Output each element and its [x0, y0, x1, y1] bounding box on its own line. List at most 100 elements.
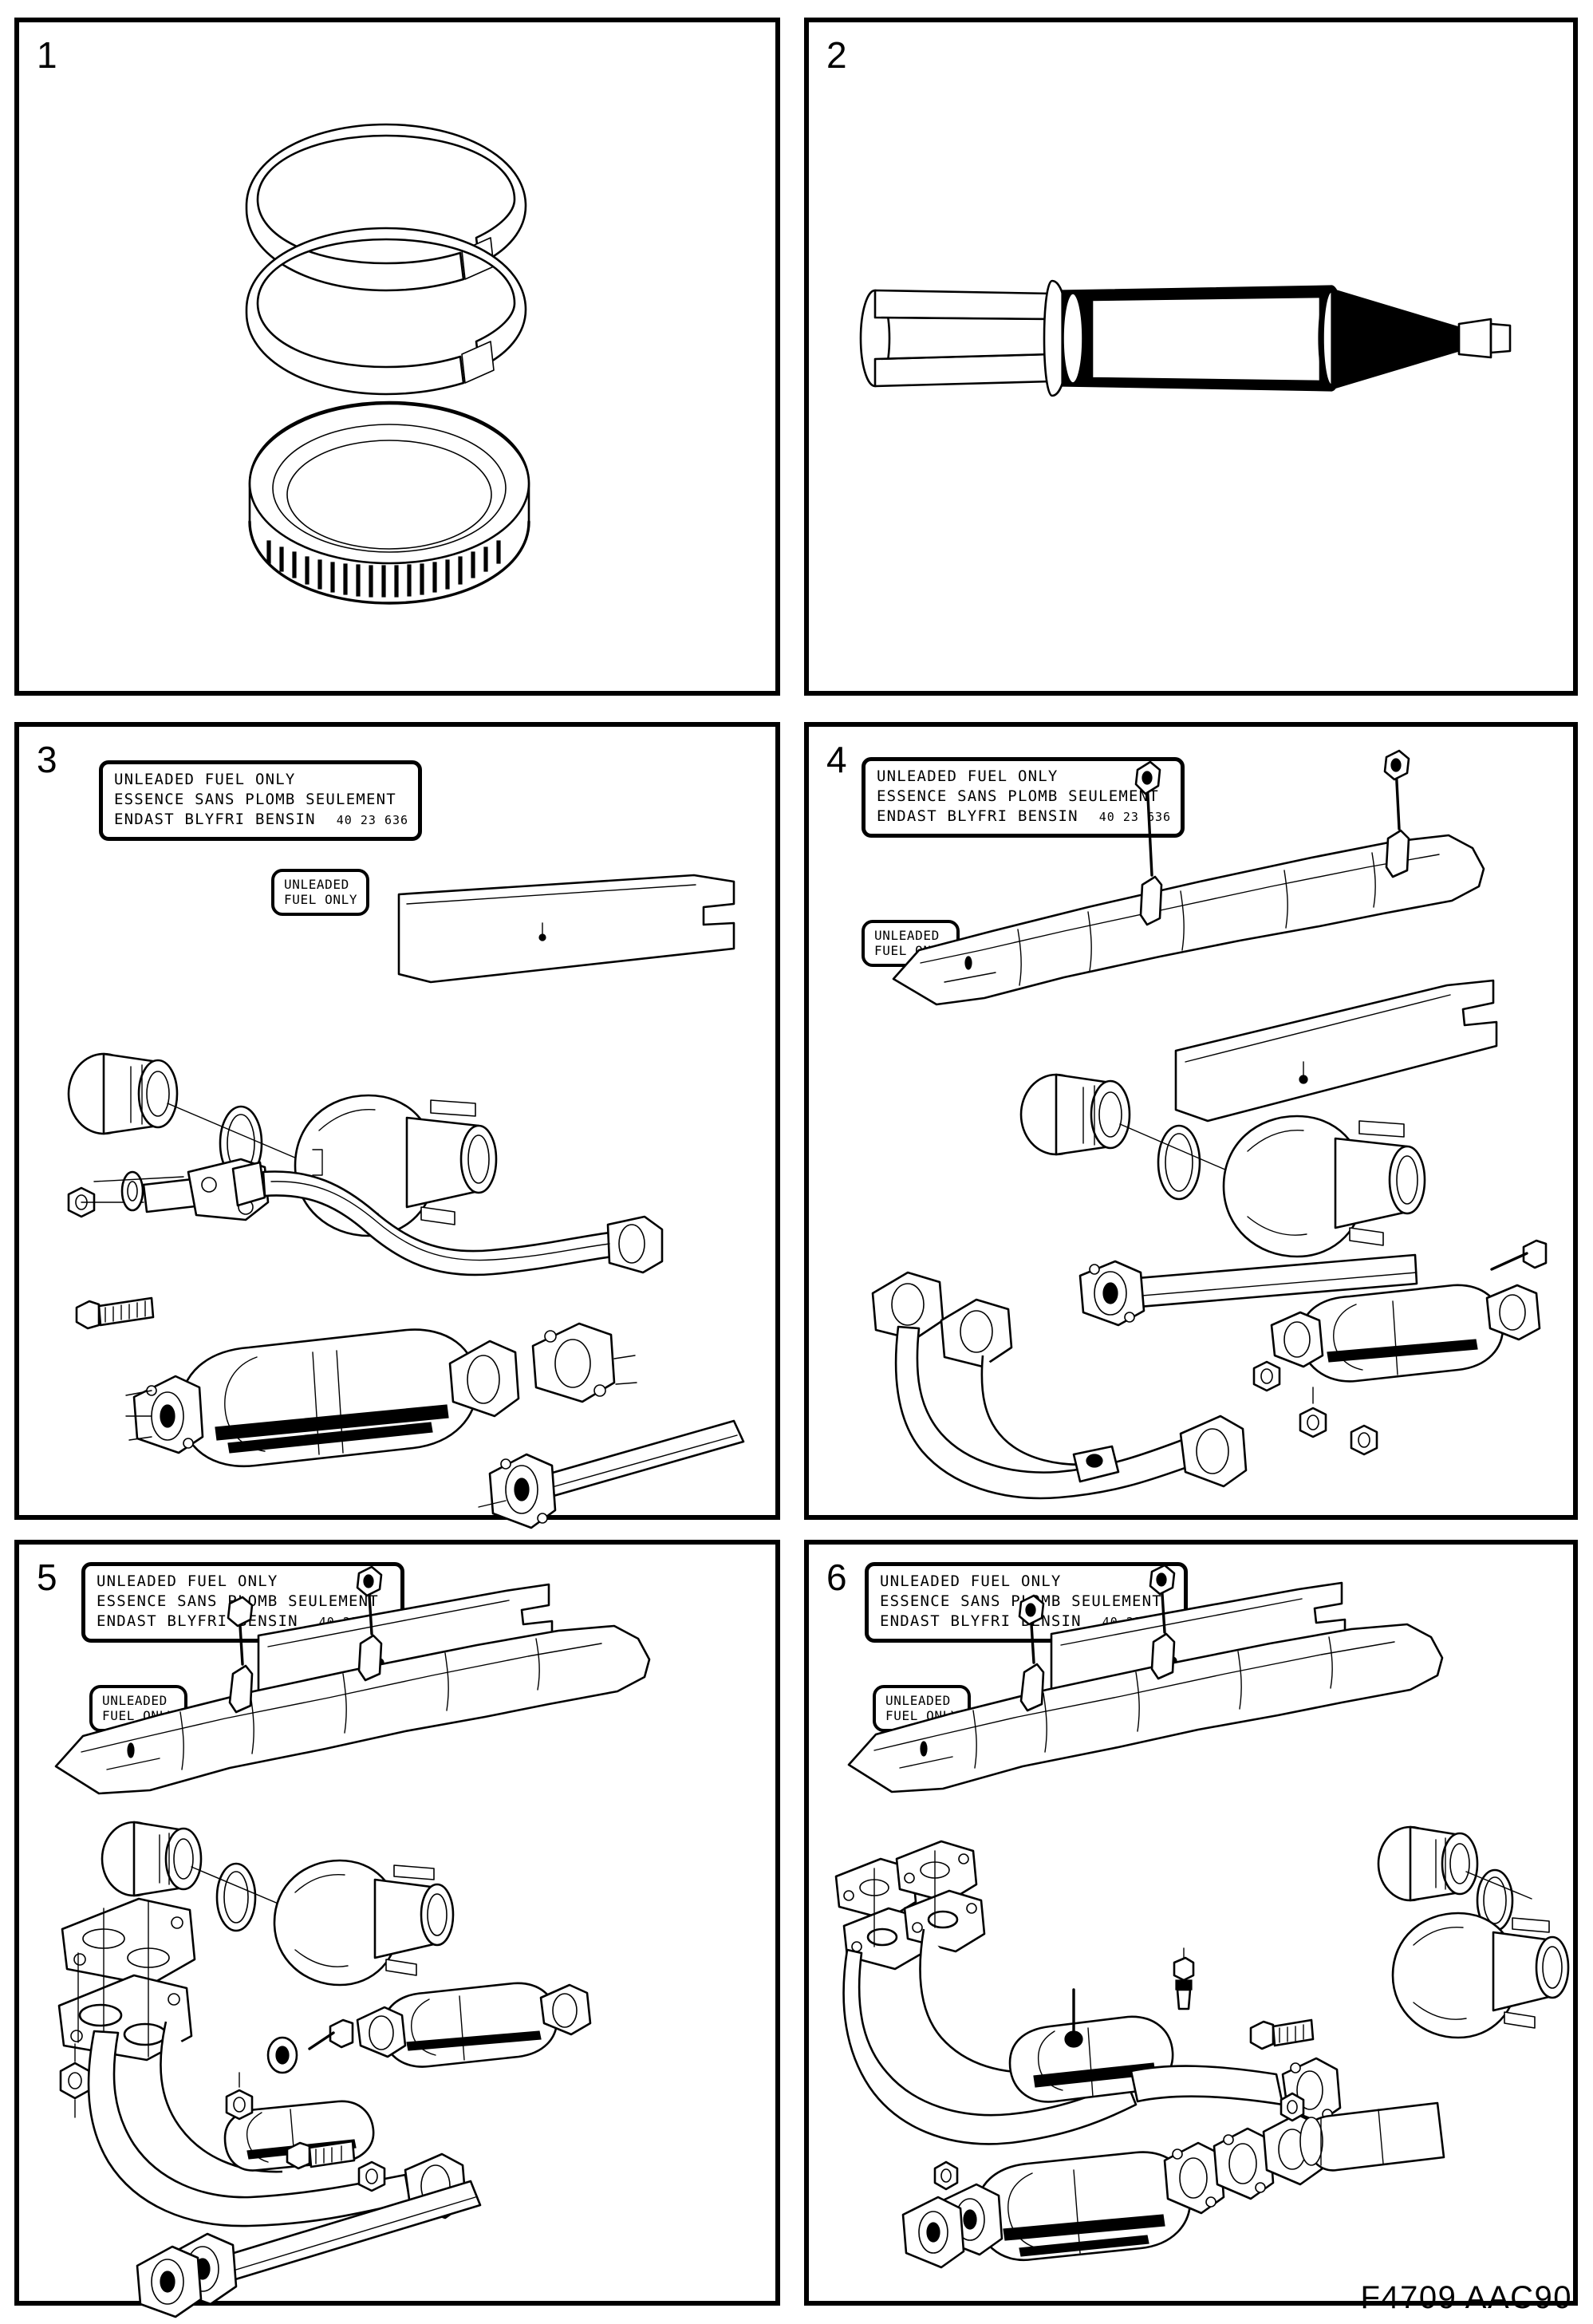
panel-6-parts-illustration — [820, 1554, 1570, 2280]
flange-bolt — [308, 2018, 354, 2050]
assembly-leader-line — [1119, 1123, 1287, 1197]
shield-clip — [1383, 749, 1410, 878]
flange-nut — [1350, 1424, 1378, 1456]
unleaded-fuel-decal-large: UNLEADED FUEL ONLY ESSENCE SANS PLOMB SE… — [99, 760, 423, 841]
assembly-leader-line — [1465, 1871, 1532, 1900]
flange-bolt — [75, 1296, 155, 1330]
unleaded-fuel-decal-large: UNLEADED FUEL ONLY ESSENCE SANS PLOMB SE… — [862, 757, 1185, 838]
knurl-teeth — [266, 540, 501, 598]
flange-bolt — [1490, 1239, 1548, 1271]
plunger-handle — [859, 289, 1054, 388]
unleaded-fuel-decal-large: UNLEADED FUEL ONLY ESSENCE SANS PLOMB SE… — [81, 1562, 405, 1643]
panel-5: 5 UNLEADED FUEL ONLY ESSENCE SANS PLOMB … — [14, 1540, 780, 2318]
panel-number: 3 — [37, 739, 57, 780]
decal-small-line-1: UNLEADED — [284, 877, 349, 892]
sealing-ring — [219, 1105, 263, 1182]
plunger-disc — [1043, 279, 1070, 397]
decal-line-3: ENDAST BLYFRI BENSIN — [97, 1612, 298, 1630]
flange-nut — [1252, 1360, 1281, 1392]
filler-neck-housing — [273, 1859, 455, 1987]
piston-rings-illustration — [223, 110, 558, 605]
panel-2: 2 — [804, 18, 1578, 696]
flange-nut — [1299, 1387, 1327, 1438]
catalytic-converter — [1270, 1284, 1541, 1383]
knurled-ring — [248, 400, 530, 605]
unleaded-fuel-decal-small: UNLEADED FUEL ONLY — [89, 1685, 188, 1732]
decal-line-3: ENDAST BLYFRI BENSIN — [114, 811, 316, 828]
decal-line-3: ENDAST BLYFRI BENSIN — [877, 807, 1078, 825]
panel-6: 6 UNLEADED FUEL ONLY ESSENCE SANS PLOMB … — [804, 1540, 1578, 2306]
decal-line-1: UNLEADED FUEL ONLY — [97, 1572, 278, 1590]
decal-part-number: 40 23 636 — [318, 1615, 392, 1629]
decal-line-1: UNLEADED FUEL ONLY — [877, 767, 1059, 785]
flange-nut — [357, 2160, 386, 2192]
manifold-gasket — [61, 1897, 196, 1987]
decal-part-number: 40 23 636 — [336, 813, 409, 827]
flange-nut — [59, 2043, 91, 2118]
filler-neck-housing — [1391, 1912, 1570, 2039]
decal-small-line-2: FUEL ONLY — [885, 1708, 960, 1723]
decal-part-number: 40 23 636 — [1102, 1615, 1175, 1629]
flange-bolt — [286, 2140, 356, 2170]
exhaust-front-pipe — [81, 1158, 664, 1276]
manifold-flange — [57, 1901, 193, 2062]
sealant-gun-illustration — [853, 262, 1571, 413]
flange-nut — [933, 2160, 959, 2191]
unleaded-fuel-decal-small: UNLEADED FUEL ONLY — [271, 869, 370, 916]
assembly-leader-line — [873, 1850, 936, 1947]
manifold-gasket — [903, 1889, 986, 1953]
manifold-gasket — [842, 1907, 927, 1971]
sealing-ring — [1157, 1124, 1201, 1201]
decal-line-2: ESSENCE SANS PLOMB SEULEMENT — [880, 1592, 1162, 1610]
assembly-leader-line — [191, 1866, 328, 1925]
decal-small-line-2: FUEL ONLY — [102, 1708, 176, 1723]
fuel-filler-cap — [1377, 1825, 1479, 1902]
filler-neck-housing — [294, 1094, 498, 1237]
fuel-filler-cap — [101, 1821, 203, 1897]
decal-small-line-1: UNLEADED — [885, 1693, 951, 1708]
y-pipe-preconverter — [842, 1928, 1342, 2145]
panel-4: 4 UNLEADED FUEL ONLY ESSENCE SANS PLOMB … — [804, 722, 1578, 1520]
decal-small-line-2: FUEL ONLY — [874, 943, 948, 958]
insulation-mat — [1174, 979, 1498, 1123]
decal-small-line-2: FUEL ONLY — [284, 892, 358, 907]
catalytic-converter — [901, 2113, 1324, 2269]
panel-3: 3 UNLEADED FUEL ONLY ESSENCE SANS PLOMB … — [14, 722, 780, 1529]
sealing-ring — [1476, 1868, 1514, 1932]
flange-bolt — [1249, 2018, 1315, 2050]
sealing-ring — [215, 1862, 257, 1932]
piston-ring-gap-upper — [461, 237, 495, 280]
intermediate-pipe — [1078, 1253, 1418, 1327]
intermediate-pipe — [1299, 2101, 1445, 2172]
filler-neck-housing — [1222, 1115, 1426, 1258]
unleaded-fuel-decal-small: UNLEADED FUEL ONLY — [873, 1685, 972, 1732]
decal-small-line-1: UNLEADED — [874, 928, 940, 943]
sealing-ring — [266, 2036, 298, 2074]
manifold-gasket — [895, 1840, 978, 1904]
panel-number: 1 — [37, 34, 57, 76]
decal-line-2: ESSENCE SANS PLOMB SEULEMENT — [97, 1592, 379, 1610]
decal-line-2: ESSENCE SANS PLOMB SEULEMENT — [877, 787, 1159, 805]
decal-part-number: 40 23 636 — [1098, 810, 1172, 824]
sealant-cartridge — [1061, 285, 1345, 392]
sheet-caption: F4709 AAC90 — [1360, 2280, 1572, 2315]
y-pipe-converter — [87, 2021, 467, 2227]
panel-4-parts-illustration — [825, 749, 1567, 1500]
flange-nut — [225, 2072, 254, 2121]
piston-ring-lower — [245, 227, 527, 396]
intermediate-pipe — [136, 2180, 482, 2318]
flange-nut — [1280, 2092, 1305, 2122]
intermediate-pipe — [478, 1419, 745, 1529]
insulation-mat — [397, 874, 735, 984]
assembly-leader-line — [167, 1103, 352, 1182]
panel-3-parts-illustration — [32, 846, 774, 1529]
panel-number: 2 — [826, 34, 847, 76]
fuel-filler-cap — [67, 1052, 179, 1135]
fuel-filler-cap — [1019, 1073, 1131, 1156]
decal-line-1: UNLEADED FUEL ONLY — [114, 771, 296, 788]
panel-number: 6 — [826, 1557, 847, 1598]
unleaded-fuel-decal-small: UNLEADED FUEL ONLY — [862, 920, 960, 967]
panel-number: 5 — [37, 1557, 57, 1598]
piston-ring-gap-lower — [461, 341, 495, 384]
